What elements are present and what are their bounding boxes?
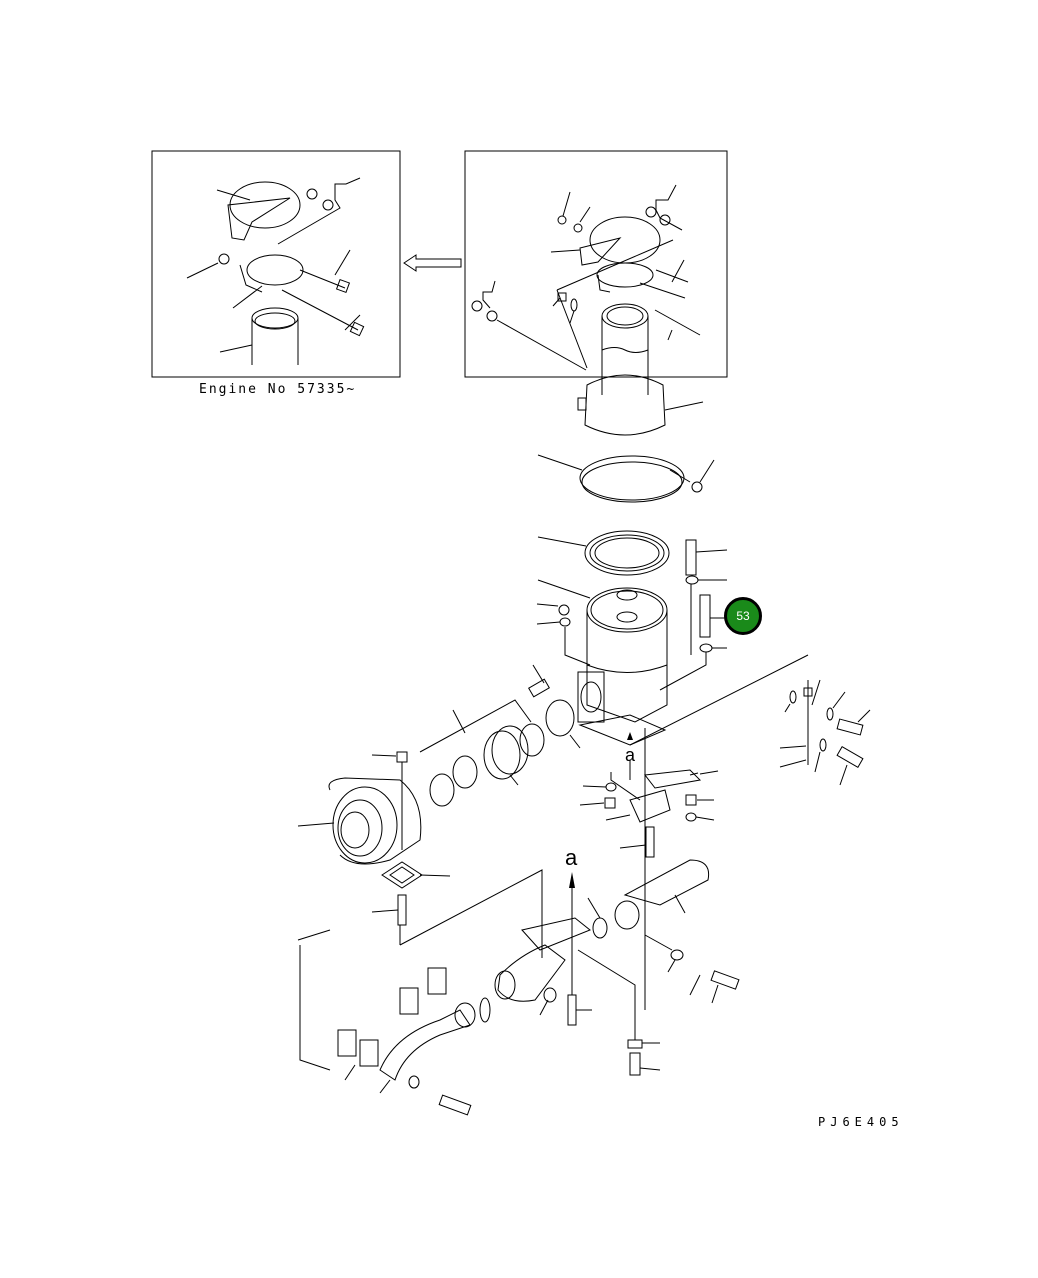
reference-marker-a-upper: a xyxy=(565,845,578,870)
arrow-left-icon xyxy=(403,254,462,272)
muffler-assembly xyxy=(536,374,809,1010)
drawing-code: PJ6E405 xyxy=(818,1115,904,1129)
exhaust-manifold xyxy=(297,859,740,1116)
inset-caption-engine-number: Engine No 57335~ xyxy=(199,382,357,397)
inset-right xyxy=(464,150,728,378)
turbocharger xyxy=(297,664,581,958)
inset-left xyxy=(151,150,401,378)
part-callout-badge[interactable]: 53 xyxy=(724,597,762,635)
bracket-assembly xyxy=(579,679,871,858)
part-callout-number: 53 xyxy=(736,609,750,623)
reference-marker-a-lower: a xyxy=(625,745,636,765)
